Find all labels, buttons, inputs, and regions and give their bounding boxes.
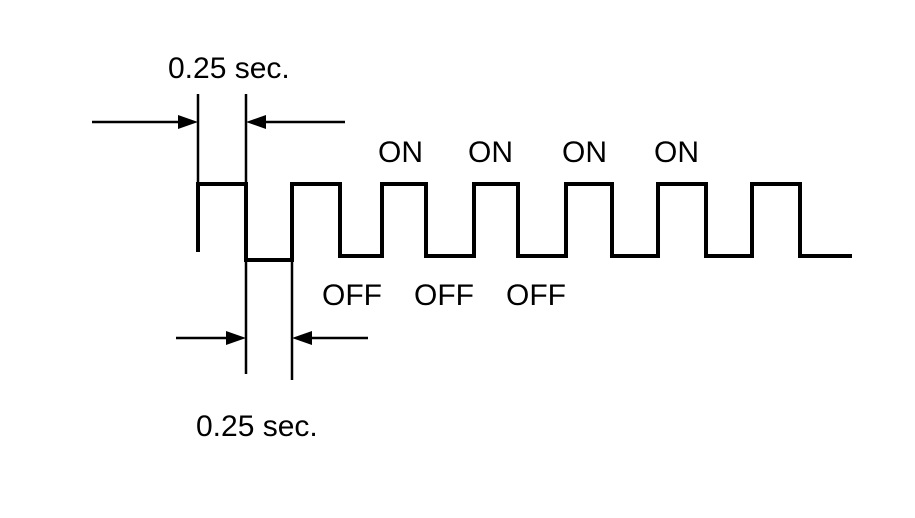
high-dimension-arrow-right-head bbox=[246, 115, 266, 129]
low-dimension-arrow-left-head bbox=[226, 331, 246, 345]
on-label-4: ON bbox=[654, 136, 699, 169]
off-label-3: OFF bbox=[506, 279, 566, 312]
low-duration-label: 0.25 sec. bbox=[196, 410, 318, 443]
high-duration-label: 0.25 sec. bbox=[168, 52, 290, 85]
off-label-2: OFF bbox=[414, 279, 474, 312]
low-dimension-arrow-right-head bbox=[292, 331, 312, 345]
on-label-1: ON bbox=[378, 136, 423, 169]
on-label-2: ON bbox=[468, 136, 513, 169]
high-dimension-arrow-left-head bbox=[178, 115, 198, 129]
on-label-3: ON bbox=[562, 136, 607, 169]
square-wave bbox=[196, 182, 852, 262]
off-label-1: OFF bbox=[322, 279, 382, 312]
